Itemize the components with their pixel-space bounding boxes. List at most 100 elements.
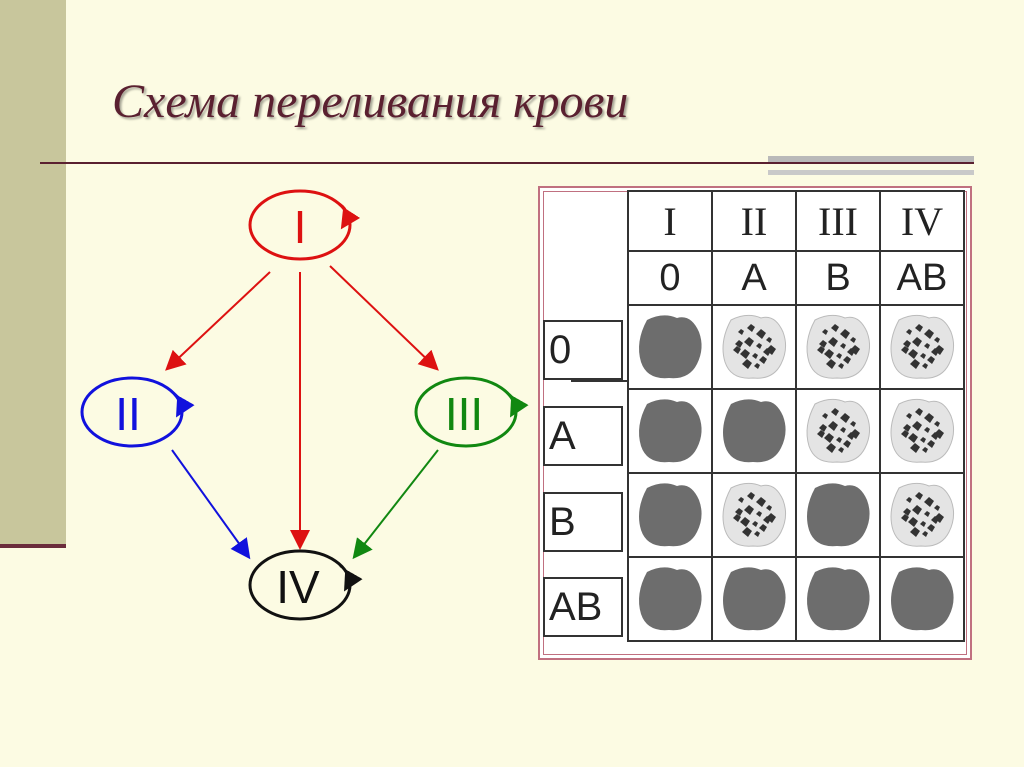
- agglutinate-clump: [906, 413, 912, 419]
- agglutinate-clump: [828, 337, 838, 347]
- agglutinate-clump: [840, 329, 850, 339]
- agglutinate-clump: [826, 359, 836, 369]
- agglutinate-clump: [908, 349, 918, 359]
- uniform-blood-icon: [723, 567, 786, 631]
- agglutinate-clump: [756, 511, 762, 517]
- uniform-blood-icon: [639, 483, 702, 547]
- uniform-blood-icon: [807, 483, 870, 547]
- node-group-III: III: [414, 376, 529, 448]
- agglutinated-blood-icon: [890, 314, 955, 379]
- agglutinate-clump: [901, 430, 909, 438]
- agglutinate-clump: [901, 514, 909, 522]
- agglutinate-clump: [840, 427, 846, 433]
- table-row: [627, 304, 965, 390]
- agglutinate-clump: [822, 329, 828, 335]
- table-cell: [879, 472, 965, 558]
- header-letter-cell: AB: [879, 250, 965, 306]
- side-decor-line: [0, 544, 66, 548]
- agglutinate-clump: [824, 433, 834, 443]
- header-letter-cell: B: [795, 250, 881, 306]
- table-cell: [627, 304, 713, 390]
- arrow-III-to-IV: [352, 449, 439, 560]
- agglutinated-blood-icon: [806, 314, 871, 379]
- agglutinate-clump: [838, 363, 844, 369]
- agglutinate-clump: [915, 408, 923, 416]
- agglutinate-clump: [850, 429, 860, 439]
- agglutinate-clump: [934, 421, 940, 427]
- node-group-I: I: [248, 189, 361, 261]
- agglutinate-clump: [920, 353, 926, 359]
- page-title: Схема переливания крови: [112, 75, 629, 128]
- agglutinate-clump: [927, 440, 935, 448]
- agglutinate-clump: [924, 343, 930, 349]
- agglutinate-clump: [735, 508, 743, 516]
- agglutinate-clump: [934, 513, 944, 523]
- table-cell: [711, 472, 797, 558]
- node-I-label: I: [294, 201, 307, 253]
- node-IV-self-arrow: [339, 565, 363, 592]
- node-group-II: II: [80, 376, 195, 448]
- agglutinate-clump: [836, 353, 842, 359]
- table-cell: [879, 556, 965, 642]
- agglutinate-clump: [733, 514, 741, 522]
- agglutinate-clump: [850, 421, 856, 427]
- table-cell: [627, 472, 713, 558]
- agglutinate-clump: [733, 346, 741, 354]
- title-rule: [40, 162, 974, 164]
- agglutinate-clump: [822, 413, 828, 419]
- agglutinate-clump: [840, 413, 850, 423]
- uniform-blood-icon: [891, 567, 954, 631]
- agglutinate-clump: [843, 440, 851, 448]
- agglutinate-clump: [924, 329, 934, 339]
- header-roman-cell: IV: [879, 190, 965, 252]
- agglutinate-clump: [826, 443, 836, 453]
- agglutinate-clump: [912, 505, 922, 515]
- node-group-IV: IV: [248, 549, 363, 621]
- agglutinate-clump: [927, 356, 935, 364]
- uniform-blood-icon: [723, 399, 786, 463]
- agglutinate-clump: [828, 421, 838, 431]
- agglutinate-clump: [838, 447, 844, 453]
- agglutinate-clump: [908, 433, 918, 443]
- agglutinate-clump: [927, 524, 935, 532]
- agglutinate-clump: [840, 343, 846, 349]
- row-label-B: B: [543, 492, 623, 552]
- uniform-blood-icon: [639, 315, 702, 379]
- row-label-0: 0: [543, 320, 623, 380]
- row-label-0-underline: [571, 380, 627, 382]
- table-cell: [795, 388, 881, 474]
- agglutinate-clump: [915, 492, 923, 500]
- row-label-AB: AB: [543, 577, 623, 637]
- agglutinated-blood-icon: [890, 482, 955, 547]
- transfusion-flow-diagram: I II III IV: [80, 189, 529, 621]
- agglutinate-clump: [824, 349, 834, 359]
- agglutinate-clump: [903, 340, 911, 348]
- table-cell: [711, 388, 797, 474]
- table-cell: [627, 388, 713, 474]
- agglutinated-blood-icon: [722, 482, 787, 547]
- agglutinate-clump: [742, 359, 752, 369]
- compatibility-table: I II III IV 0 A B AB: [627, 190, 965, 642]
- agglutinated-blood-icon: [890, 398, 955, 463]
- node-III-self-arrow: [505, 391, 529, 418]
- agglutinate-clump: [843, 356, 851, 364]
- agglutinate-clump: [738, 497, 744, 503]
- title-rule-accent-bottom: [768, 170, 974, 175]
- agglutinate-clump: [910, 443, 920, 453]
- side-decor-bar: [0, 0, 66, 548]
- table-cell: [795, 556, 881, 642]
- header-row-roman: I II III IV: [627, 190, 965, 252]
- table-row: [627, 388, 965, 474]
- agglutinate-clump: [934, 429, 944, 439]
- agglutinate-clump: [747, 324, 755, 332]
- arrow-I-to-III: [329, 265, 439, 371]
- agglutinate-clump: [756, 329, 766, 339]
- agglutinate-clump: [742, 527, 752, 537]
- agglutinate-clump: [903, 424, 911, 432]
- table-cell: [711, 556, 797, 642]
- agglutinate-clump: [819, 424, 827, 432]
- node-IV-label: IV: [276, 561, 320, 613]
- node-III-label: III: [445, 388, 483, 440]
- agglutinate-clump: [817, 430, 825, 438]
- agglutinate-clump: [766, 337, 772, 343]
